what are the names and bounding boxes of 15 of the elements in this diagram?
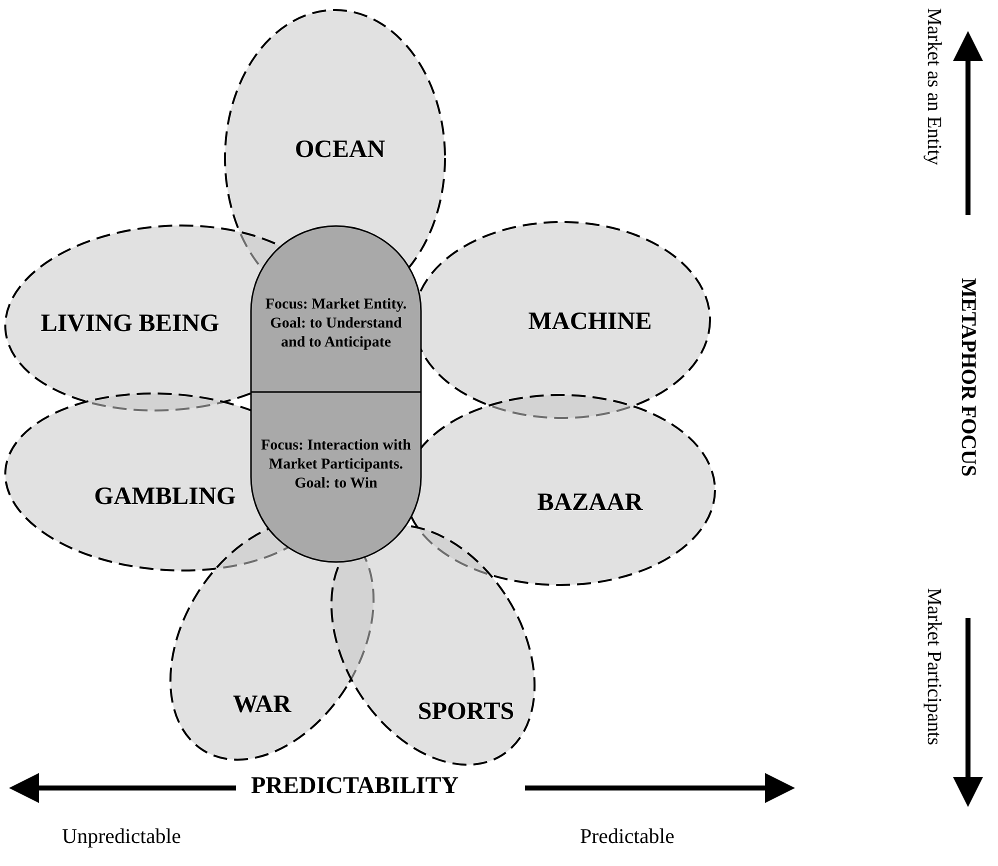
metaphor-label: SPORTS [418, 698, 514, 726]
axis-title: PREDICTABILITY [251, 773, 459, 800]
focus-text: Focus: Interaction with Market Participants. Goal: to Win [260, 436, 412, 494]
metaphor-label: OCEAN [294, 136, 386, 164]
metaphor-label: LIVING BEING [40, 310, 220, 338]
metaphor-label: MACHINE [528, 308, 652, 336]
metaphor-label: GAMBLING [94, 483, 236, 511]
axis-title: METAPHOR FOCUS [956, 278, 981, 477]
axis-label: Unpredictable [62, 824, 181, 849]
metaphor-label: BAZAAR [537, 489, 643, 517]
axis-label: Market as an Entity [922, 8, 945, 166]
focus-text: Focus: Market Entity. Goal: to Understand and to Anticipate [264, 295, 408, 352]
axis-label: Market Participants [922, 588, 945, 746]
metaphor-label: WAR [232, 691, 292, 719]
axis-label: Predictable [580, 824, 674, 849]
